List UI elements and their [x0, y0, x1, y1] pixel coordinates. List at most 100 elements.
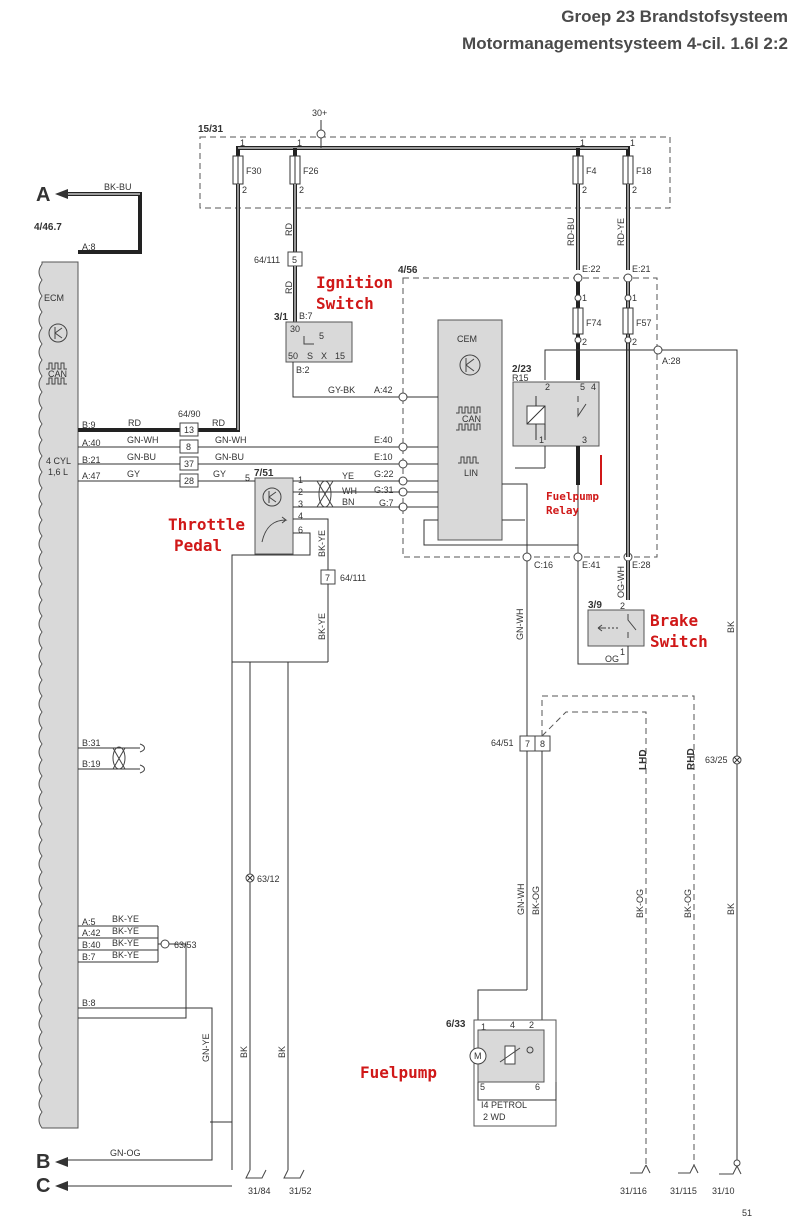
page-number: 51 [742, 1208, 752, 1218]
cem-pin-node [573, 552, 583, 562]
fuelpump-pin: 5 [480, 1082, 485, 1092]
terminal-label: 5 [319, 331, 324, 341]
fuse-f74: F74 [572, 307, 602, 335]
motor-icon [469, 1047, 487, 1065]
ground-point-label: 63/12 [257, 874, 280, 884]
ecm-pin: B:31 [82, 738, 101, 748]
ecm-pin: B:9 [82, 420, 96, 430]
wire-label: RD-BU [566, 218, 576, 247]
annotation-ignition-2: Switch [316, 294, 374, 313]
ground-label: 31/115 [670, 1186, 697, 1196]
ground-label: 31/10 [712, 1186, 735, 1196]
cem-lin-label: LIN [464, 468, 478, 478]
wire-label: BK-YE [317, 613, 327, 640]
twisted-pair-icon [316, 480, 334, 508]
component-id: 6/33 [446, 1019, 466, 1030]
header-subtitle: Motormanagementsysteem 4-cil. 1.6l 2:2 [462, 34, 788, 53]
cem-pin: A:28 [662, 356, 681, 366]
ecm-name: ECM [44, 293, 64, 303]
signal-wave-icon [46, 362, 67, 370]
connector-label: 64/111 [254, 255, 280, 265]
relay-pin: 1 [539, 435, 544, 445]
fuse-box-outline [199, 136, 671, 209]
component-id: 3/9 [588, 600, 602, 611]
pedal-pin: 5 [245, 473, 250, 483]
fuelpump-relay: 2/23 R15 2 5 4 1 3 [512, 364, 600, 447]
relay-pin: 5 [580, 382, 585, 392]
wire-label: GY [127, 469, 140, 479]
wire-label: BK-YE [317, 530, 327, 557]
supply-label: 30+ [312, 108, 327, 118]
component-id: 2/23 [512, 364, 532, 375]
cem-pin: E:41 [582, 560, 601, 570]
wire-label: GN-WH [515, 609, 525, 641]
cem-pin: A:42 [374, 385, 393, 395]
signal-wave-icon [456, 406, 481, 414]
wire-label: OG-WH [616, 566, 626, 598]
annotation-throttle-1: Throttle [168, 515, 245, 534]
wire-label: BK [277, 1046, 287, 1058]
page-ref-c: C [36, 1175, 50, 1197]
ecm-pin: A:5 [82, 917, 96, 927]
connector-label: 64/90 [178, 409, 201, 419]
splice-label: 63/53 [174, 940, 197, 950]
fuse-pin: 1 [632, 293, 637, 303]
wire-label: GY [213, 469, 226, 479]
fuelpump-spec: 2 WD [483, 1112, 506, 1122]
connector-64-90: 64/90 13 8 37 28 [178, 409, 201, 488]
ground-point-label: 63/25 [705, 755, 728, 765]
ground-label: 31/116 [620, 1186, 647, 1196]
fuelpump-pin: 4 [510, 1020, 515, 1030]
connector-pin: 7 [325, 573, 330, 583]
fuse-pin: 2 [242, 185, 247, 195]
cem-pins: A:42 E:40 E:10 G:22 G:31 G:7 [374, 385, 438, 512]
component-sub: R15 [512, 373, 529, 383]
fuse-label: F18 [636, 166, 652, 176]
relay-pin: 3 [582, 435, 587, 445]
wire-label: GN-YE [201, 1033, 211, 1062]
wire-label: BK-BU [104, 182, 132, 192]
fuse-label: F26 [303, 166, 319, 176]
connector-pin: 5 [292, 255, 297, 265]
transistor-icon [459, 354, 481, 376]
connector-pin: 37 [184, 459, 194, 469]
wire-label: RD [212, 418, 225, 428]
pedal-pin: 3 [298, 499, 303, 509]
connector-64-51: 64/51 7 8 [491, 735, 551, 752]
ecm-pin: B:21 [82, 455, 101, 465]
fuse-pin: 2 [582, 185, 587, 195]
ecm-displacement: 1,6 L [48, 467, 68, 477]
ecm-pin: A:40 [82, 438, 101, 448]
wire-label: BK-YE [112, 926, 139, 936]
ecm-can-label: CAN [48, 369, 67, 379]
connector-64-111-top: 64/111 5 [254, 251, 303, 267]
ecm-engine: 4 CYL [46, 456, 71, 466]
ecm-pin: B:40 [82, 940, 101, 950]
wire-label: BK-YE [112, 950, 139, 960]
ground-31-52: 31/52 [283, 1169, 312, 1196]
fuelpump-pin: 6 [535, 1082, 540, 1092]
fuse-box-label: 15/31 [198, 124, 223, 135]
wire-label: BK-YE [112, 938, 139, 948]
wire-label: BK-YE [112, 914, 139, 924]
annotation-brake-2: Switch [650, 632, 708, 651]
page-ref-b: B [36, 1151, 50, 1173]
fuse-label: F4 [586, 166, 597, 176]
connector-label: 64/51 [491, 738, 514, 748]
ecm-module: 4/46.7 ECM CAN 4 CYL 1,6 L [34, 222, 79, 1129]
connector-pin: 28 [184, 476, 194, 486]
fuse-pin: 1 [580, 138, 585, 148]
wire-label: BK [726, 621, 736, 633]
splice-63-53 [160, 939, 170, 949]
ground-31-84: 31/84 [245, 1169, 271, 1196]
wire-label: BK-OG [635, 889, 645, 918]
wire-label: GY-BK [328, 385, 355, 395]
wire-label: BK-OG [531, 886, 541, 915]
cem-module: CEM CAN LIN [437, 319, 503, 541]
fuelpump-spec: I4 PETROL [481, 1100, 527, 1110]
ecm-id: 4/46.7 [34, 222, 62, 233]
ignition-switch: 3/1 B:7 30 5 50 S X 15 B:2 [274, 311, 353, 375]
ground-31-10: 31/10 [712, 1159, 742, 1196]
fuelpump-pin: 1 [481, 1022, 486, 1032]
